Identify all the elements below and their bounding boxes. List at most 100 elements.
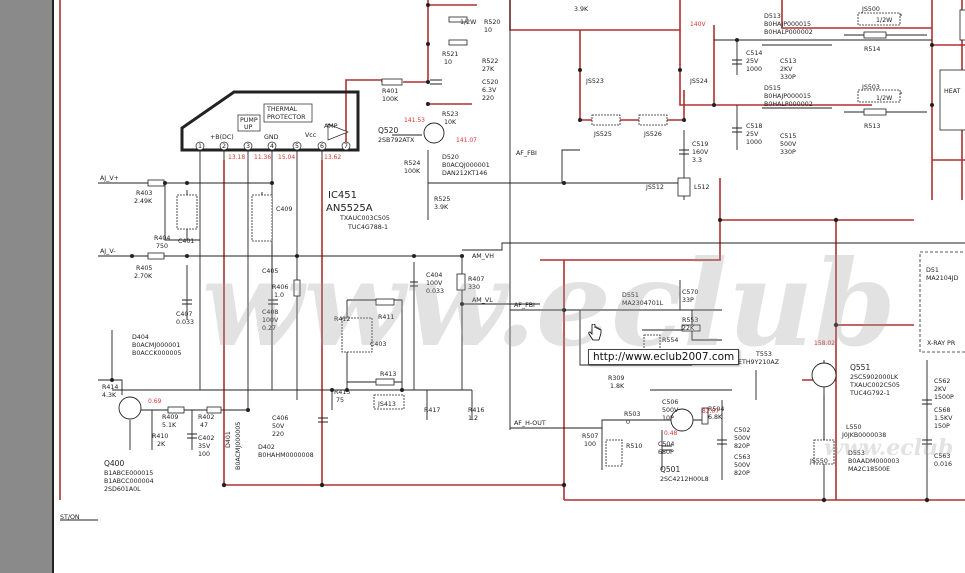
q520-ref: Q520 [378,126,398,135]
ic451-block-thermal [263,103,313,123]
schematic-sheet[interactable]: THERMAL PROTECTOR PUMP UP +B(DC) GND Vcc… [52,0,965,573]
component-labels: R401 100K Q520 2SB792ATX 3.9K 1/2W R520 … [102,6,959,493]
ic451-amp-symbol [327,123,349,141]
net-labels: AJ_V+ AJ_V- AF_FBI AF_FBI AM_VH AM_VL AF… [60,21,961,521]
resistor-r504 [701,407,709,425]
watermark-main: www.eclub [202,234,896,373]
box-js500 [857,12,901,26]
d404-p1: B0ACMJ000001 [132,342,180,349]
r403-val: 2.49K [134,198,153,205]
d513-p2: B0HALP000002 [764,29,813,36]
d553-ref: D553 [848,450,865,457]
c506-val: 10P [662,415,674,422]
resistor-r413 [375,378,395,386]
c515-ref: C515 [780,133,796,140]
r409-val: 5.1K [162,422,177,429]
c519-v: 160V [692,149,709,156]
d402-ref: D402 [258,444,275,451]
c408-v: 100V [262,317,279,324]
d51-part: MA2104JD [926,275,959,282]
ic451-pin-4: 4 [270,143,274,150]
t553-part: ETH9Y210AZ [738,359,780,366]
js550-ref: JS550 [809,458,828,465]
r410-val: 2K [157,441,166,448]
q400-p1: B1ABCE000015 [104,470,153,477]
r410-ref: R410 [152,433,168,440]
r525-ref: R525 [434,196,450,203]
ic451-block-thermal-text: THERMAL [266,106,298,113]
js503-ref: JS503 [861,84,880,91]
resistor-r409 [167,406,185,414]
red-wire-top-center [509,0,681,31]
c518-v: 25V [746,131,759,138]
r524-ref: R524 [404,160,420,167]
wire-r403 [164,183,200,241]
c562-v: 2KV [934,386,947,393]
q400-ref: Q400 [104,459,124,468]
c520-ref: C520 [482,79,498,86]
r411-ref: R411 [378,314,394,321]
red-wire-js523 [579,30,684,121]
jumper-js526 [638,114,668,126]
ic451-part: AN5525A [326,203,373,214]
d515-p2: B0HALP000002 [764,101,813,108]
q400-p3: 2SD601A0L [104,486,141,493]
c568-ref: C568 [934,407,950,414]
c405-ref: C405 [262,268,278,275]
resistor-r401 [381,78,403,86]
resistor-r403 [147,179,165,187]
watermark-corner: www.eclub [824,435,953,461]
hand-cursor-icon [588,324,602,341]
box-e-right [959,9,965,41]
c519-val: 3.3 [692,157,702,164]
t553-ref: T553 [755,351,772,358]
net-aj-vplus: AJ_V+ [100,175,119,182]
net-af-fbi-mid: AF_FBI [514,302,535,309]
r403-ref: R403 [136,190,152,197]
ic451-part-code-1: TXAUC003C505 [339,215,390,222]
voltage-q520-collector: 141.07 [456,137,477,144]
r309-ref: R309 [608,375,624,382]
d51-ref: D51 [926,267,939,274]
net-xray: X-RAY PR [927,340,956,347]
red-wires [59,0,965,501]
r412-ref: R412 [334,316,350,323]
c514-val: 1000 [746,66,762,73]
net-aj-vminus: AJ_V- [100,248,116,255]
q551-p2: TXAUC002C505 [849,382,900,389]
resistor-r411 [375,298,395,306]
q501-part: 2SC4212H00L8 [660,476,709,483]
box-xray [919,251,965,353]
q501-symbol [670,408,694,432]
r404-ref: R404 [154,235,170,242]
q520-symbol [423,122,445,144]
voltage-q551-collector: 158.02 [814,340,835,347]
ic451-pin-7: 7 [344,143,348,150]
q520-part: 2SB792ATX [378,137,415,144]
c515-val: 330P [780,149,796,156]
r503-ref: R503 [624,411,640,418]
c514-v: 25V [746,58,759,65]
box-js413 [373,394,405,410]
link-tooltip: http://www.eclub2007.com [588,349,740,365]
js512-ref: JS512 [645,184,664,191]
c570-val: 33P [682,297,694,304]
c404-ref: C404 [426,272,442,279]
box-r510 [605,439,623,467]
resistor-r405 [147,252,165,260]
wire-af-fbi-mid [510,309,692,366]
c402-val: 100 [198,451,210,458]
net-st-on: ST/ON [60,514,80,521]
c504-val: 680P [658,449,674,456]
c408-val: 0.27 [262,325,276,332]
js526-ref: JS526 [643,131,662,138]
d404-ref: D404 [132,334,149,341]
c518-val: 1000 [746,139,762,146]
wire-r553 [691,310,722,341]
wire-am-vh [462,242,965,251]
capacitor-plates [182,59,932,451]
ic451-pin-5: 5 [295,143,299,150]
r510-ref: R510 [626,443,642,450]
d515-p1: B0HAJP000015 [764,93,811,100]
net-heat: HEAT [944,88,961,95]
